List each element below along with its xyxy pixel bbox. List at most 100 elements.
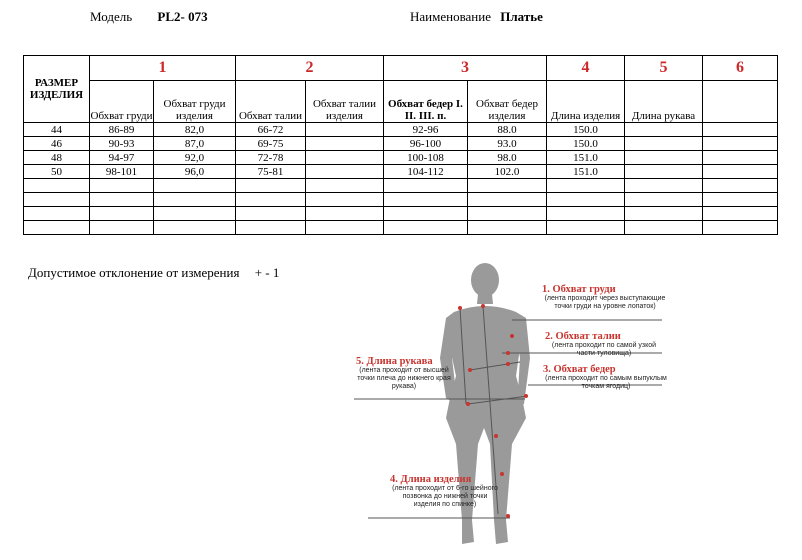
table-cell — [467, 192, 547, 207]
name-value: Платье — [500, 9, 543, 24]
table-cell: 92-96 — [383, 122, 468, 137]
table-cell — [546, 206, 625, 221]
table-cell — [546, 220, 625, 235]
table-cell — [89, 220, 154, 235]
table-cell: 90-93 — [89, 136, 154, 151]
size-cell: 48 — [23, 150, 90, 165]
table-cell — [89, 206, 154, 221]
size-cell — [23, 220, 90, 235]
table-cell — [305, 164, 384, 179]
table-cell: 151.0 — [546, 150, 625, 165]
table-cell — [624, 150, 703, 165]
table-cell: 104-112 — [383, 164, 468, 179]
column-header: Обхват талии — [235, 80, 306, 123]
name-header: Наименование Платье — [410, 9, 543, 25]
size-cell — [23, 192, 90, 207]
table-cell — [546, 178, 625, 193]
size-cell — [23, 178, 90, 193]
column-header: Длина изделия — [546, 80, 625, 123]
size-cell — [23, 206, 90, 221]
table-cell: 102.0 — [467, 164, 547, 179]
woman-silhouette — [440, 263, 530, 544]
table-cell: 151.0 — [546, 164, 625, 179]
group-number: 2 — [235, 55, 384, 81]
annotation-sleeve: 5. Длина рукава (лента проходит от высше… — [356, 356, 451, 390]
group-number: 1 — [89, 55, 236, 81]
table-cell — [305, 220, 384, 235]
table-cell: 96,0 — [153, 164, 236, 179]
table-cell: 88.0 — [467, 122, 547, 137]
column-header: Обхват талии изделия — [305, 80, 384, 123]
table-cell — [383, 206, 468, 221]
table-cell: 98-101 — [89, 164, 154, 179]
table-cell — [702, 150, 778, 165]
table-row — [23, 206, 778, 221]
tolerance-label: Допустимое отклонение от измерения — [28, 265, 240, 280]
table-cell — [702, 122, 778, 137]
table-cell — [89, 178, 154, 193]
table-cell — [305, 122, 384, 137]
column-header: Обхват груди изделия — [153, 80, 236, 123]
table-cell — [153, 206, 236, 221]
table-cell — [153, 192, 236, 207]
table-row — [23, 178, 778, 193]
table-cell: 87,0 — [153, 136, 236, 151]
annotation-hips: 3. Обхват бедер (лента проходит по самым… — [543, 364, 667, 390]
table-cell — [383, 220, 468, 235]
model-header: Модель PL2- 073 — [90, 9, 208, 25]
annotation-waist: 2. Обхват талии (лента проходит по самой… — [545, 331, 657, 357]
table-cell — [702, 192, 778, 207]
table-cell — [305, 150, 384, 165]
table-cell — [624, 206, 703, 221]
silhouette-drawing — [354, 263, 662, 544]
group-number: 3 — [383, 55, 547, 81]
table-cell — [383, 178, 468, 193]
model-label: Модель — [90, 9, 133, 24]
table-cell — [235, 220, 306, 235]
table-cell — [624, 164, 703, 179]
table-cell — [235, 178, 306, 193]
table-cell: 150.0 — [546, 122, 625, 137]
size-table: РАЗМЕР ИЗДЕЛИЯ 1 2 3 4 5 6 Обхват груди … — [23, 55, 778, 235]
table-row — [23, 220, 778, 235]
table-cell — [624, 192, 703, 207]
annotation-bust: 1. Обхват груди (лента проходит через вы… — [542, 284, 666, 310]
table-cell: 86-89 — [89, 122, 154, 137]
table-cell — [624, 136, 703, 151]
table-cell — [702, 178, 778, 193]
table-cell — [467, 220, 547, 235]
table-cell: 100-108 — [383, 150, 468, 165]
table-cell — [702, 164, 778, 179]
table-cell — [305, 178, 384, 193]
table-cell: 82,0 — [153, 122, 236, 137]
annotation-length: 4. Длина изделия (лента проходит от 6-го… — [390, 474, 498, 508]
table-cell: 98.0 — [467, 150, 547, 165]
table-row — [23, 192, 778, 207]
table-cell: 72-78 — [235, 150, 306, 165]
table-cell — [624, 122, 703, 137]
table-cell — [624, 178, 703, 193]
table-cell — [153, 178, 236, 193]
group-number: 5 — [624, 55, 703, 81]
size-cell: 46 — [23, 136, 90, 151]
table-cell — [235, 192, 306, 207]
size-cell: 44 — [23, 122, 90, 137]
column-header: Обхват бедер I. II. III. п. — [383, 80, 468, 123]
table-cell: 66-72 — [235, 122, 306, 137]
table-cell — [702, 220, 778, 235]
table-cell — [467, 206, 547, 221]
table-cell — [305, 136, 384, 151]
table-cell: 75-81 — [235, 164, 306, 179]
tolerance-note: Допустимое отклонение от измерения + - 1 — [28, 265, 279, 281]
table-cell — [467, 178, 547, 193]
group-number: 4 — [546, 55, 625, 81]
table-cell: 94-97 — [89, 150, 154, 165]
size-cell: 50 — [23, 164, 90, 179]
table-cell: 150.0 — [546, 136, 625, 151]
table-cell: 69-75 — [235, 136, 306, 151]
table-cell — [305, 192, 384, 207]
